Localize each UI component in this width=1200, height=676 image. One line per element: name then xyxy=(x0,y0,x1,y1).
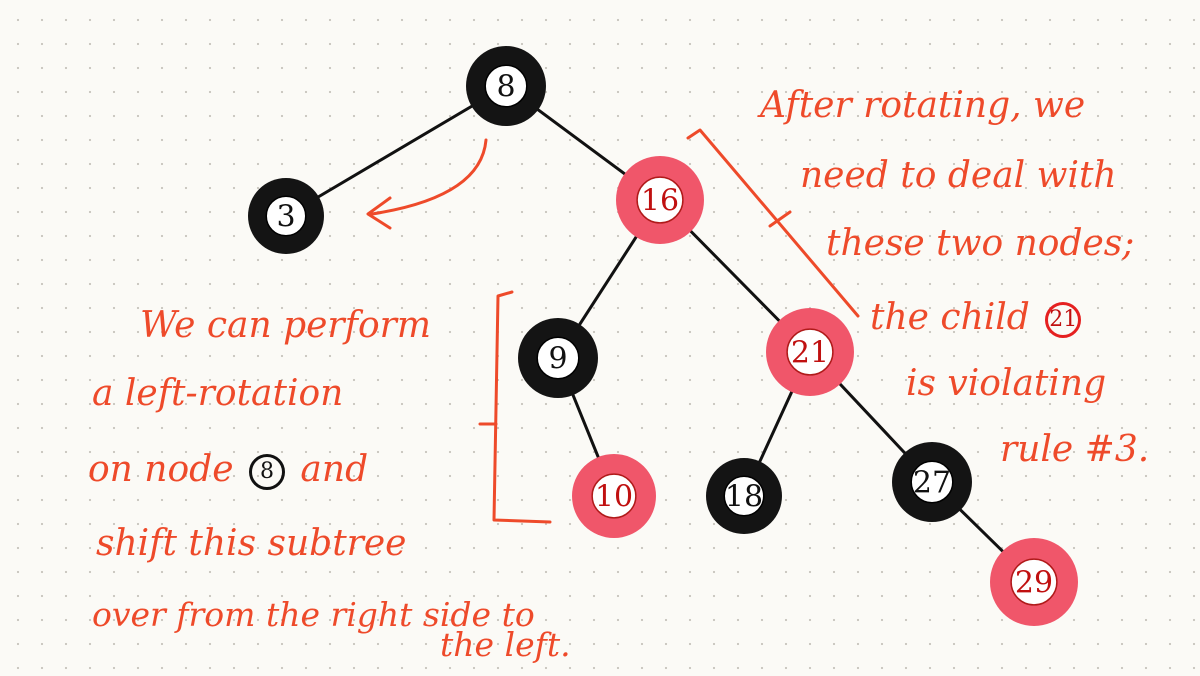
left-note-line-3: on node 8 and xyxy=(88,452,368,490)
node-label-8: 8 xyxy=(496,70,515,105)
tree-node-18: 18 xyxy=(706,458,782,534)
node-center-18 xyxy=(723,475,765,517)
left-note-line-3-post: and xyxy=(300,449,369,490)
node-center-3 xyxy=(265,195,307,237)
node-label-21: 21 xyxy=(791,336,829,371)
node-label-18: 18 xyxy=(725,480,763,515)
right-bracket xyxy=(686,128,860,318)
left-bracket xyxy=(492,290,552,524)
right-note-line-4-pre: the child xyxy=(870,297,1030,338)
node-center-21 xyxy=(786,328,834,376)
tree-node-9: 9 xyxy=(518,318,598,398)
tree-node-10: 10 xyxy=(572,454,656,538)
tree-node-8: 8 xyxy=(466,46,546,126)
right-note-line-5: is violating xyxy=(906,363,1107,404)
node-label-10: 10 xyxy=(595,480,633,515)
node-label-16: 16 xyxy=(641,184,679,219)
node-center-16 xyxy=(636,176,684,224)
right-bracket-tick xyxy=(768,210,792,228)
node-label-9: 9 xyxy=(548,342,567,377)
tree-node-3: 3 xyxy=(248,178,324,254)
node-center-27 xyxy=(910,460,954,504)
node-center-10 xyxy=(591,473,637,519)
node-label-27: 27 xyxy=(913,466,951,501)
inline-node-21: 21 xyxy=(1045,302,1082,338)
right-note-line-2: need to deal with xyxy=(800,155,1117,196)
tree-nodes: 8 3 16 9 21 10 18 27 29 xyxy=(248,46,1078,626)
left-note-line-4: shift this subtree xyxy=(96,523,407,564)
left-note-line-1: We can perform xyxy=(140,305,431,346)
node-center-29 xyxy=(1010,558,1058,606)
edge-n8-n3 xyxy=(285,84,507,218)
tree-node-16: 16 xyxy=(616,156,704,244)
left-note-line-3-pre: on node xyxy=(88,449,234,490)
node-center-9 xyxy=(536,336,580,380)
inline-node-8: 8 xyxy=(248,454,285,490)
right-note-line-1: After rotating, we xyxy=(760,85,1086,126)
tree-node-21: 21 xyxy=(766,308,854,396)
node-label-3: 3 xyxy=(276,200,295,235)
node-label-29: 29 xyxy=(1015,566,1053,601)
tree-node-29: 29 xyxy=(990,538,1078,626)
annotation-marks xyxy=(366,128,860,524)
curved-arrow xyxy=(370,138,488,216)
left-note-line-6: the left. xyxy=(440,625,571,664)
arrow-head xyxy=(366,196,392,230)
node-center-8 xyxy=(484,64,528,108)
left-note-line-2: a left-rotation xyxy=(92,373,344,414)
right-note-line-4: the child 21 xyxy=(870,300,1085,338)
right-note-line-6: rule #3. xyxy=(1000,429,1150,470)
left-note-line-5: over from the right side to xyxy=(92,595,535,634)
right-note-line-3: these two nodes; xyxy=(826,223,1135,264)
tree-node-27: 27 xyxy=(892,442,972,522)
